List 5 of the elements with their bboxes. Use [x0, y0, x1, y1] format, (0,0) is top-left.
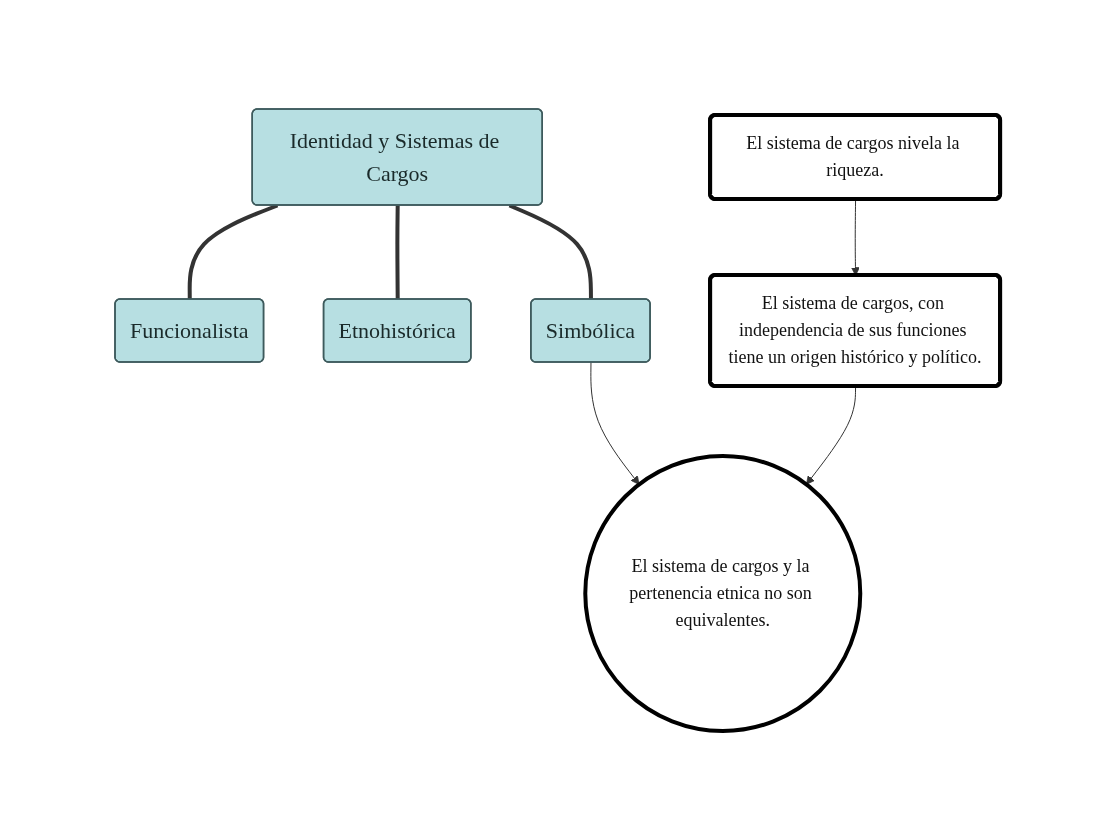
node-circle: El sistema de cargos y la pertenencia etnica no son equivalentes. — [583, 454, 863, 733]
arrow — [851, 199, 860, 276]
connector — [395, 205, 400, 300]
arrow — [806, 386, 857, 485]
arrow — [590, 362, 640, 485]
